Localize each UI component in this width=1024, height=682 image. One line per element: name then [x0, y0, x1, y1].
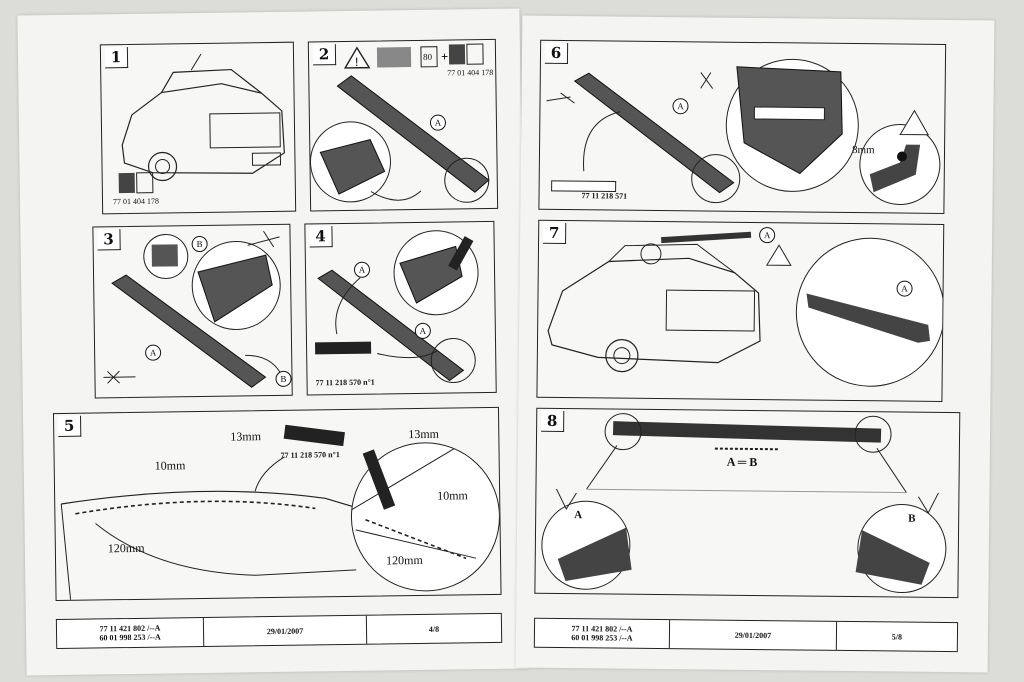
- trim-strip-illustration: ! +: [309, 43, 490, 203]
- sealant-application-illustration: [546, 58, 941, 206]
- footer-ref-2: 60 01 998 253 /--A: [99, 632, 161, 643]
- callout-a: A: [429, 114, 447, 131]
- dimension-8mm: 8mm: [851, 144, 875, 157]
- part-reference: 77 01 404 178: [112, 196, 160, 207]
- left-footer: 77 11 421 802 /--A 60 01 998 253 /--A 29…: [55, 612, 503, 650]
- center-spoiler-illustration: [541, 413, 947, 594]
- footer-date: 29/01/2007: [203, 615, 368, 646]
- step-3-panel: 3 A B B: [92, 223, 293, 399]
- part-reference: 77 01 404 178: [447, 67, 494, 78]
- dimension-120mm: 120mm: [107, 540, 145, 556]
- footer-page-number: 5/8: [891, 631, 903, 642]
- right-page: 6 A 8mm 77 11 218 571 7: [515, 15, 995, 673]
- adhesive-position-illustration: [60, 424, 500, 600]
- step-7-panel: 7 A A: [536, 219, 945, 402]
- footer-date: 29/01/2007: [669, 620, 838, 650]
- step-1-panel: 1 77 01 404 178: [99, 41, 297, 215]
- callout-a: A: [672, 98, 689, 115]
- footer-ref-2: 60 01 998 253 /--A: [571, 633, 633, 643]
- dimension-13mm: 13mm: [230, 429, 262, 444]
- part-reference: 77 11 218 571: [581, 191, 628, 201]
- part-reference: 77 11 218 570 n°1: [315, 377, 375, 388]
- dimension-120mm: 120mm: [385, 552, 423, 568]
- svg-text:!: !: [355, 55, 359, 69]
- fit-spoiler-illustration: [547, 231, 944, 387]
- callout-b: B: [908, 512, 916, 525]
- footer-references: 77 11 421 802 /--A 60 01 998 253 /--A: [534, 618, 671, 649]
- dimension-10mm: 10mm: [437, 488, 468, 503]
- part-reference: 77 11 218 570 n°1: [280, 450, 340, 460]
- footer-references: 77 11 421 802 /--A 60 01 998 253 /--A: [56, 617, 205, 649]
- step-5-panel: 5 13mm 10mm 120mm 13mm 10mm 120mm 77 11 …: [52, 406, 502, 602]
- cut-strip-illustration: [103, 230, 282, 388]
- step-4-panel: 4 A A 77 11 218 570 n°1: [304, 220, 497, 396]
- alignment-equation: A ═ B: [726, 454, 758, 470]
- callout-a: A: [145, 344, 162, 361]
- dimension-10mm: 10mm: [154, 458, 186, 473]
- right-footer: 77 11 421 802 /--A 60 01 998 253 /--A 29…: [533, 617, 959, 653]
- step-2-panel: 2 ! + 80 77 01 404 178 A: [307, 38, 499, 212]
- callout-a: A: [896, 280, 913, 297]
- dimension-13mm: 13mm: [408, 426, 440, 442]
- car-rear-illustration: [118, 53, 285, 194]
- step-6-panel: 6 A 8mm 77 11 218 571: [538, 39, 947, 214]
- svg-text:+: +: [441, 50, 448, 64]
- step-8-panel: 8 A ═ B A B: [534, 407, 961, 599]
- apply-primer-illustration: [315, 230, 479, 383]
- callout-a: A: [759, 227, 776, 244]
- badge-value: 80: [422, 51, 433, 62]
- left-page: 1 77 01 404 178 2 ! +: [17, 8, 529, 676]
- callout-a: A: [574, 509, 583, 522]
- footer-page-number: 4/8: [428, 624, 440, 634]
